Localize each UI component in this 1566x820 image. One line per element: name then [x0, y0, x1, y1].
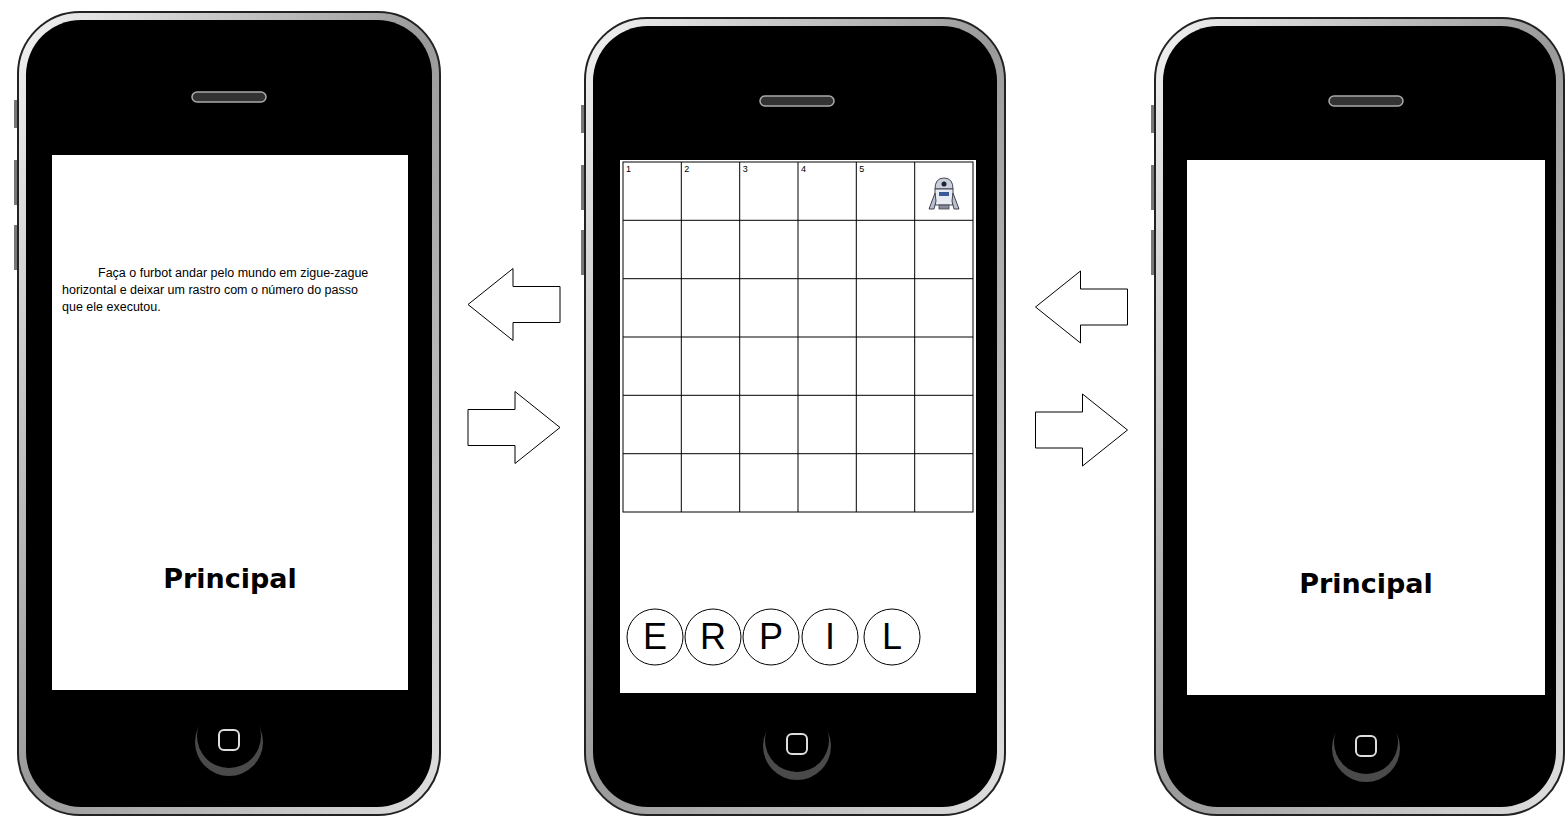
command-letter: P	[742, 608, 800, 666]
phone-right	[1151, 18, 1564, 815]
phone-body	[1155, 18, 1564, 815]
circle-outline	[627, 609, 683, 665]
circle-outline	[685, 609, 741, 665]
command-button: E	[626, 608, 684, 666]
home-icon	[1356, 736, 1376, 756]
robot-icon	[929, 178, 959, 209]
home-button	[765, 708, 829, 772]
phone-body	[18, 12, 440, 815]
phone-face	[1163, 26, 1556, 807]
circle-outline	[864, 609, 920, 665]
home-icon	[219, 730, 239, 750]
phone-face	[26, 20, 432, 807]
phone-body	[585, 18, 1005, 815]
step-number: 3	[743, 165, 748, 174]
home-button	[197, 704, 261, 768]
command-letter: L	[863, 608, 921, 666]
instruction-text: Faça o furbot andar pelo mundo em zigue-…	[62, 265, 380, 316]
command-letter: E	[626, 608, 684, 666]
speaker	[760, 96, 834, 106]
phone-left	[14, 12, 440, 815]
phone-screen: Principal	[1187, 160, 1545, 695]
button-label: Principal	[1187, 566, 1545, 602]
world-grid	[623, 162, 973, 512]
screen	[620, 160, 976, 693]
command-button: R	[684, 608, 742, 666]
phone-face	[593, 26, 997, 807]
step-number: 1	[626, 165, 631, 174]
phone-middle	[581, 18, 1005, 815]
command-button: L	[863, 608, 921, 666]
screen	[52, 155, 408, 690]
phone-screen: Faça o furbot andar pelo mundo em zigue-…	[52, 155, 408, 690]
step-number: 2	[684, 165, 689, 174]
navigation-arrow	[468, 269, 560, 341]
command-letter: I	[801, 608, 859, 666]
command-button: P	[742, 608, 800, 666]
command-button: I	[801, 608, 859, 666]
home-button	[1334, 710, 1398, 774]
step-number: 5	[859, 165, 864, 174]
navigation-arrow	[468, 392, 560, 464]
circle-outline	[802, 609, 858, 665]
step-number: 4	[801, 165, 806, 174]
button-label: Principal	[52, 561, 408, 597]
speaker	[192, 92, 266, 102]
circle-outline	[743, 609, 799, 665]
phone-screen: ERPIL	[620, 160, 976, 693]
command-letter: R	[684, 608, 742, 666]
speaker	[1329, 96, 1403, 106]
navigation-arrow	[1036, 271, 1128, 343]
navigation-arrow	[1036, 394, 1128, 466]
screen	[1187, 160, 1545, 695]
home-icon	[787, 734, 807, 754]
